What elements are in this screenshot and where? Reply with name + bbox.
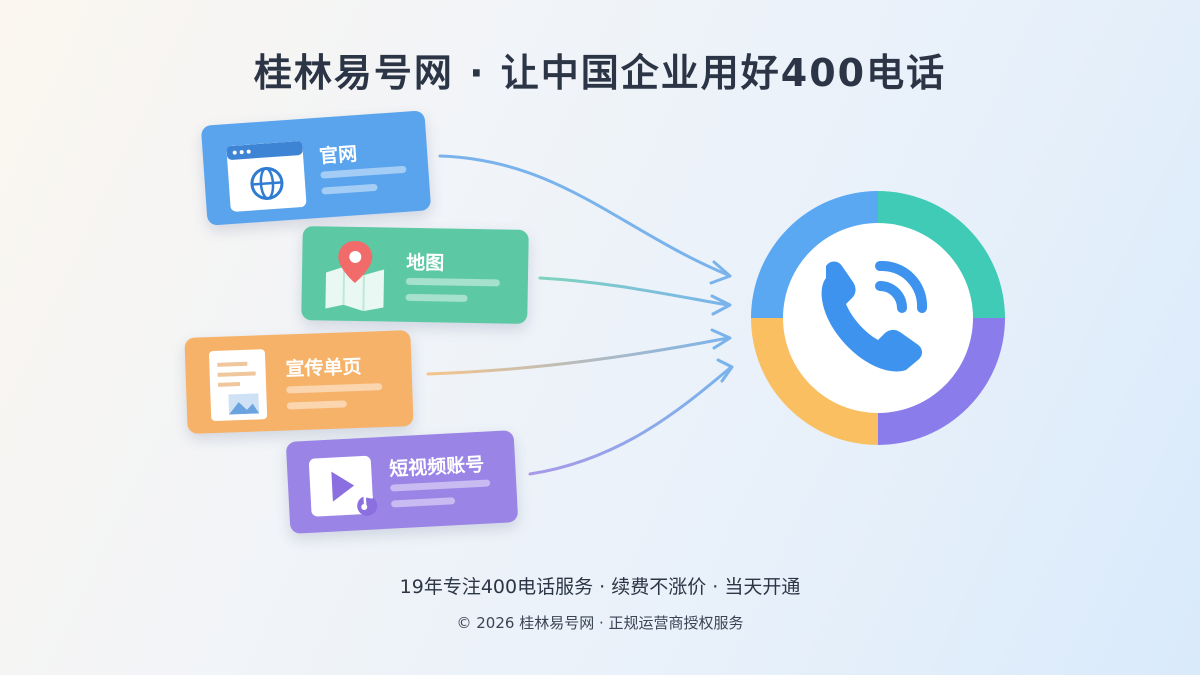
text-line bbox=[390, 497, 456, 508]
video-play-icon bbox=[308, 455, 378, 517]
arrowhead-map bbox=[710, 294, 732, 316]
text-line bbox=[405, 277, 500, 287]
text-line bbox=[405, 293, 468, 302]
connector-arrow-website bbox=[438, 154, 730, 277]
hub-center bbox=[783, 223, 973, 413]
channel-label-video: 短视频账号 bbox=[388, 453, 485, 481]
text-line bbox=[390, 479, 491, 492]
channel-card-video: 短视频账号 bbox=[285, 430, 519, 534]
channel-label-map: 地图 bbox=[406, 251, 445, 275]
document-icon bbox=[208, 349, 268, 422]
copyright: © 2026 桂林易号网 · 正规运营商授权服务 bbox=[456, 614, 744, 632]
globe-browser-icon bbox=[226, 140, 307, 213]
tagline: 19年专注400电话服务 · 续费不涨价 · 当天开通 bbox=[399, 576, 801, 598]
channel-card-website: 官网 bbox=[200, 110, 432, 226]
arrowhead-flyer bbox=[710, 328, 732, 350]
hub-ring bbox=[751, 191, 1005, 445]
connector-arrow-flyer bbox=[426, 336, 730, 376]
channel-card-flyer: 宣传单页 bbox=[184, 330, 414, 434]
channel-label-flyer: 宣传单页 bbox=[285, 355, 362, 381]
text-line bbox=[286, 383, 383, 394]
channel-card-map: 地图 bbox=[301, 226, 529, 324]
text-line bbox=[321, 183, 378, 195]
connector-arrow-map bbox=[538, 276, 730, 307]
page-title: 桂林易号网 · 让中国企业用好400电话 bbox=[253, 51, 947, 95]
phone-icon bbox=[821, 260, 928, 372]
text-line bbox=[286, 400, 347, 410]
map-pin-icon bbox=[321, 236, 388, 312]
arrowhead-website bbox=[709, 260, 732, 285]
channel-label-website: 官网 bbox=[318, 143, 358, 168]
arrowhead-video bbox=[716, 358, 734, 383]
connector-arrow-video bbox=[528, 366, 732, 476]
